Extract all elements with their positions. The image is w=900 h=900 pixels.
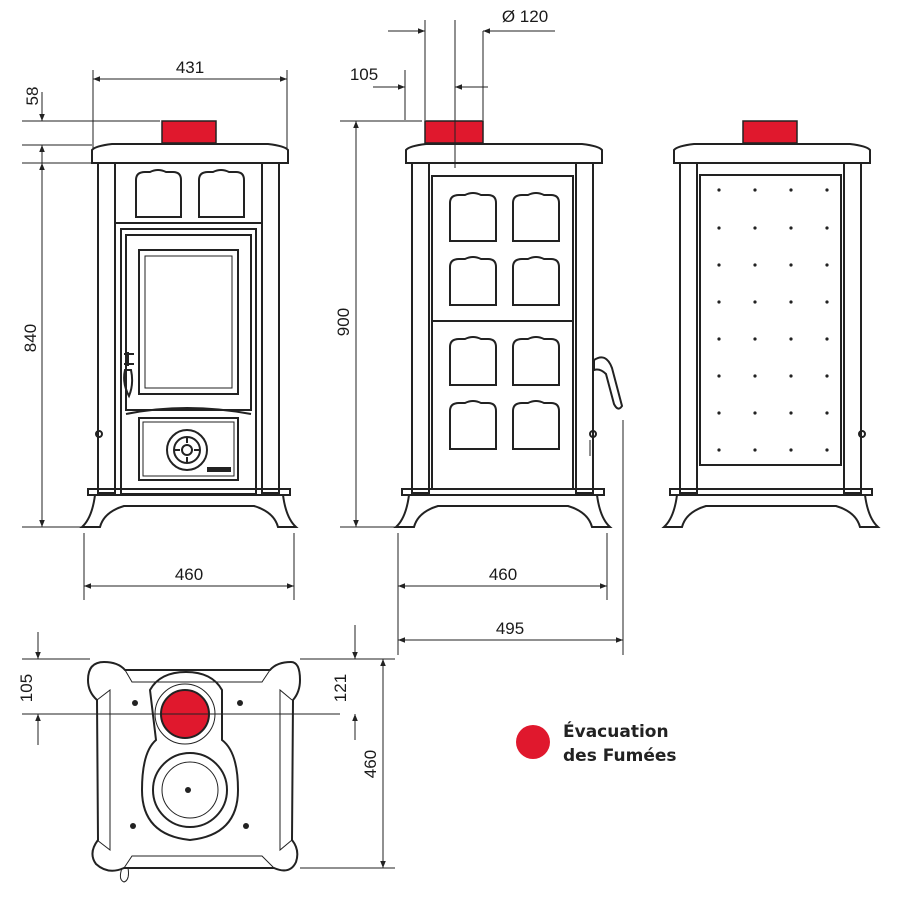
back-panel-dot — [753, 337, 757, 341]
dim-side-depth: 495 — [496, 619, 524, 638]
dim-flue-diameter: Ø 120 — [502, 7, 548, 26]
back-panel-dot — [753, 411, 757, 415]
dim-side-height: 900 — [334, 308, 353, 336]
legend: Évacuation des Fumées — [516, 720, 677, 766]
back-panel-dot — [717, 263, 721, 267]
side-view: Ø 120 105 900 460 495 — [334, 7, 624, 655]
back-panel-dot — [789, 300, 793, 304]
back-panel-dot — [717, 188, 721, 192]
back-panel-dot — [717, 411, 721, 415]
back-panel-dot — [717, 337, 721, 341]
back-panel-dot — [789, 448, 793, 452]
dim-front-height: 840 — [21, 324, 40, 352]
back-panel-dot — [825, 374, 829, 378]
back-panel-dot — [753, 300, 757, 304]
side-tile-panel — [512, 256, 560, 306]
back-panel-dot — [717, 374, 721, 378]
back-panel-dot — [717, 226, 721, 230]
top-view: 105 121 460 — [17, 625, 395, 883]
side-tile-panel — [449, 336, 497, 386]
side-tile-panel — [512, 400, 560, 450]
dim-top-offset: 58 — [23, 87, 42, 106]
side-flue-outlet — [424, 120, 484, 144]
back-panel-dot — [753, 226, 757, 230]
back-panel-dot — [825, 411, 829, 415]
back-panel-dot — [825, 188, 829, 192]
dim-plan-offset-right: 121 — [331, 674, 350, 702]
side-tile-panel — [449, 256, 497, 306]
back-panel-dot — [825, 226, 829, 230]
dim-top-width: 431 — [176, 58, 204, 77]
back-panel-dot — [753, 188, 757, 192]
back-panel-dot — [789, 263, 793, 267]
back-panel-dot — [825, 337, 829, 341]
dim-front-width: 460 — [175, 565, 203, 584]
legend-line-2: des Fumées — [563, 746, 677, 766]
back-panel-dot — [825, 263, 829, 267]
back-panel-dot — [789, 188, 793, 192]
back-flue-outlet — [742, 120, 798, 144]
dim-plan-offset-left: 105 — [17, 674, 36, 702]
back-panel-dot — [753, 448, 757, 452]
side-tile-panel — [449, 192, 497, 242]
back-panel-dot — [825, 448, 829, 452]
legend-flue-swatch — [516, 725, 550, 759]
front-flue-outlet — [161, 120, 217, 144]
back-panel-dot — [789, 226, 793, 230]
back-panel-dot — [789, 411, 793, 415]
side-tile-panel — [449, 400, 497, 450]
back-panel-dot — [717, 300, 721, 304]
back-panel-dot — [753, 374, 757, 378]
back-panel-dot — [789, 337, 793, 341]
side-tile-panel — [512, 192, 560, 242]
side-tile-panel — [512, 336, 560, 386]
back-panel-dot — [753, 263, 757, 267]
front-view: 431 58 840 460 — [21, 58, 299, 600]
back-view — [661, 120, 881, 528]
dim-plan-depth: 460 — [361, 750, 380, 778]
back-panel-dot — [717, 448, 721, 452]
dim-flue-offset: 105 — [350, 65, 378, 84]
legend-line-1: Évacuation — [563, 720, 669, 742]
back-panel-dot — [789, 374, 793, 378]
dim-side-width: 460 — [489, 565, 517, 584]
back-panel-dot — [825, 300, 829, 304]
